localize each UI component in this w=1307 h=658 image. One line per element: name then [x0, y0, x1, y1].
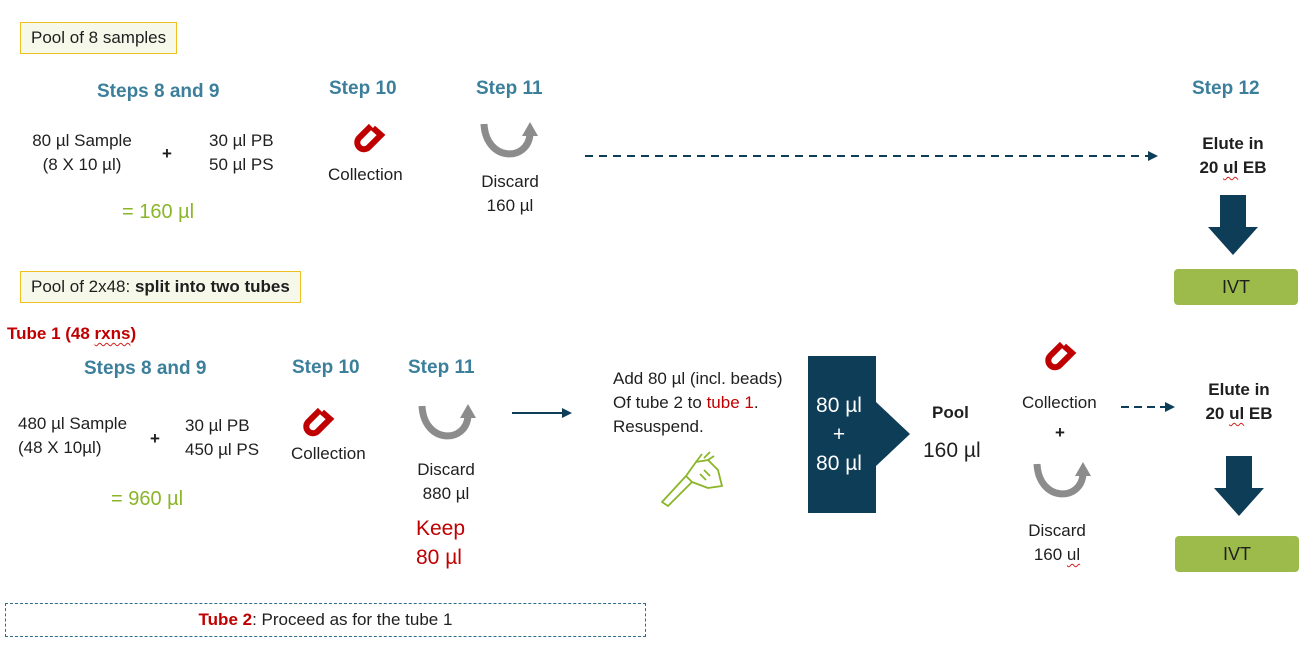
bottom-discard-arrow-icon-2	[1033, 462, 1091, 498]
bottom-discard-arrow-icon	[418, 404, 476, 440]
top-dashed-arrow	[585, 151, 1158, 161]
add-line3: Resuspend.	[613, 417, 704, 436]
top-elute-buffer: EB	[1238, 158, 1267, 177]
top-pb: 30 µl PB	[209, 131, 274, 150]
bottom-step11-title: Step 11	[408, 357, 475, 378]
bottom-plus-2: +	[1055, 423, 1065, 442]
top-sample-line1: 80 µl Sample	[32, 131, 132, 150]
top-elute-unit: ul	[1223, 158, 1239, 177]
pool-combine-text: 80 µl + 80 µl	[808, 391, 870, 478]
bottom-discard-2: Discard	[1028, 521, 1086, 540]
top-total: = 160 µl	[122, 201, 195, 223]
bottom-elute-unit: ul	[1229, 404, 1245, 423]
bottom-dashed-arrow	[1121, 402, 1175, 412]
bottom-sample-line1: 480 µl Sample	[18, 414, 128, 433]
top-step10-title: Step 10	[329, 78, 397, 99]
combine-plus: +	[832, 423, 846, 446]
tube2-label: Tube 2	[198, 610, 253, 629]
keep-text: Keep 80 µl	[416, 514, 465, 572]
top-down-arrow	[1208, 195, 1258, 255]
add-line1: Add 80 µl (incl. beads)	[613, 369, 783, 388]
pool-2x48-prefix: Pool of 2x48:	[31, 277, 135, 296]
top-magnet-icon	[354, 123, 386, 153]
bottom-elute-amount: 20	[1205, 404, 1230, 423]
pipette-icon	[661, 451, 723, 507]
top-elute-line2: 20 ul EB	[1188, 156, 1278, 180]
bottom-elute-buffer: EB	[1244, 404, 1273, 423]
top-discard-vol: 160 µl	[486, 196, 534, 215]
pool-2x48-split: split into two tubes	[134, 277, 290, 296]
bottom-collection: Collection	[291, 444, 366, 463]
bottom-discard-2-amount: 160	[1033, 545, 1067, 564]
bottom-discard-2-vol: 160 ul	[1017, 543, 1097, 567]
bottom-steps-8-9-title: Steps 8 and 9	[84, 358, 207, 379]
top-sample-text: 80 µl Sample (8 X 10 µl)	[20, 129, 144, 177]
bottom-pb: 30 µl PB	[185, 416, 250, 435]
add-line2-c: .	[753, 393, 759, 412]
bottom-discard-vol: 880 µl	[422, 484, 470, 503]
pool-vol: 160 µl	[923, 439, 981, 462]
bottom-discard-text: Discard 880 µl	[406, 458, 486, 506]
keep-label: Keep	[416, 517, 466, 540]
bottom-plus: +	[150, 429, 160, 448]
pool-8-label: Pool of 8 samples	[20, 22, 178, 54]
bottom-step10-title: Step 10	[292, 357, 360, 378]
bottom-ps: 450 µl PS	[185, 440, 260, 459]
tube2-instruction: : Proceed as for the tube 1	[252, 610, 453, 629]
bottom-elute-line1: Elute in	[1208, 380, 1270, 399]
top-step12-title: Step 12	[1192, 78, 1260, 99]
bottom-discard-text-2: Discard 160 ul	[1017, 519, 1097, 567]
top-collection: Collection	[328, 165, 403, 184]
top-elute-line1: Elute in	[1202, 134, 1264, 153]
top-ivt-box: IVT	[1174, 269, 1298, 305]
keep-vol: 80 µl	[416, 546, 462, 569]
tube1-label-c: )	[130, 324, 137, 343]
bottom-discard: Discard	[417, 460, 475, 479]
top-plus: +	[162, 144, 172, 163]
top-steps-8-9-title: Steps 8 and 9	[97, 81, 220, 102]
add-line2-tube1: tube 1	[706, 393, 754, 412]
add-line2-a: Of tube 2 to	[613, 393, 707, 412]
bottom-magnet-icon-2	[1045, 341, 1077, 371]
bottom-down-arrow	[1214, 456, 1264, 516]
top-discard-text: Discard 160 µl	[470, 170, 550, 218]
tube1-label-rxns: rxns	[94, 324, 131, 343]
pool-label: Pool	[932, 403, 969, 422]
top-buffers: 30 µl PB 50 µl PS	[209, 129, 274, 177]
bottom-elute-line2: 20 ul EB	[1194, 402, 1284, 426]
combine-top-vol: 80 µl	[816, 394, 862, 417]
bottom-ivt-box: IVT	[1175, 536, 1299, 572]
bottom-elute-text: Elute in 20 ul EB	[1194, 378, 1284, 426]
top-ps: 50 µl PS	[209, 155, 274, 174]
bottom-total: = 960 µl	[111, 488, 184, 510]
top-discard-arrow-icon	[480, 122, 538, 158]
bottom-collection-2: Collection	[1022, 393, 1097, 412]
bottom-discard-2-unit: ul	[1066, 545, 1081, 564]
add-instruction: Add 80 µl (incl. beads) Of tube 2 to tub…	[613, 367, 783, 439]
top-elute-text: Elute in 20 ul EB	[1188, 132, 1278, 180]
combine-bottom-vol: 80 µl	[816, 452, 862, 475]
bottom-magnet-icon	[303, 407, 335, 437]
top-elute-amount: 20	[1199, 158, 1224, 177]
top-step11-title: Step 11	[476, 78, 543, 99]
add-line2: Of tube 2 to tube 1.	[613, 391, 783, 415]
tube1-label: Tube 1 (48 rxns)	[7, 324, 136, 344]
bottom-sample-line2: (48 X 10µl)	[18, 438, 102, 457]
bottom-sample-text: 480 µl Sample (48 X 10µl)	[18, 412, 127, 460]
top-sample-line2: (8 X 10 µl)	[42, 155, 122, 174]
top-discard: Discard	[481, 172, 539, 191]
bottom-arrow-1	[512, 408, 572, 418]
pool-combine-arrow	[808, 356, 910, 513]
tube1-label-a: Tube 1 (48	[7, 324, 95, 343]
pool-2x48-label: Pool of 2x48: split into two tubes	[20, 271, 301, 303]
tube2-note: Tube 2: Proceed as for the tube 1	[5, 603, 646, 637]
bottom-buffers: 30 µl PB 450 µl PS	[185, 414, 259, 462]
